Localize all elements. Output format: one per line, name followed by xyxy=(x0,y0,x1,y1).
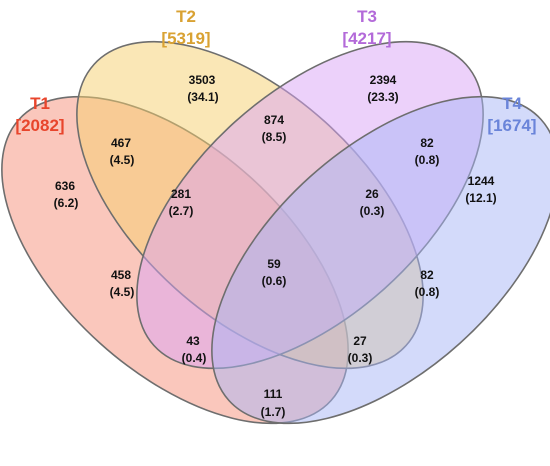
region-t1-t3-count: 458 xyxy=(111,268,131,282)
region-t2-t4-pct: (0.8) xyxy=(415,285,440,299)
region-t1-only-pct: (6.2) xyxy=(54,196,79,210)
region-t1-t2-t3-count: 281 xyxy=(171,187,191,201)
t4-name: T4 xyxy=(502,94,522,113)
region-t3-only-count: 2394 xyxy=(370,73,397,87)
region-t1-t2-t4-count: 27 xyxy=(353,334,367,348)
region-t1-t2-count: 467 xyxy=(111,136,131,150)
region-t2-t4-count: 82 xyxy=(420,268,434,282)
region-t3-t4-count: 82 xyxy=(420,136,434,150)
region-t3-only-pct: (23.3) xyxy=(367,90,398,104)
t1-total: [2082] xyxy=(15,116,64,135)
t3-total: [4217] xyxy=(342,29,391,48)
t2-name: T2 xyxy=(176,7,196,26)
region-t1-only-count: 636 xyxy=(55,179,75,193)
region-t1-t2-t4-pct: (0.3) xyxy=(348,351,373,365)
region-t4-only-count: 1244 xyxy=(468,174,495,188)
region-all-pct: (0.6) xyxy=(262,274,287,288)
region-t1-t2-t3-pct: (2.7) xyxy=(169,204,194,218)
region-t1-t2-pct: (4.5) xyxy=(110,153,135,167)
t1-name: T1 xyxy=(30,94,50,113)
region-t2-t3-t4-pct: (0.3) xyxy=(360,204,385,218)
region-t3-t4-pct: (0.8) xyxy=(415,153,440,167)
region-t1-t4-pct: (1.7) xyxy=(261,405,286,419)
region-t2-t3-t4-count: 26 xyxy=(365,187,379,201)
region-t4-only-pct: (12.1) xyxy=(465,191,496,205)
region-t1-t3-pct: (4.5) xyxy=(110,285,135,299)
region-t1-t4-count: 111 xyxy=(264,387,283,401)
region-t2-only-count: 3503 xyxy=(189,73,216,87)
t2-total: [5319] xyxy=(161,29,210,48)
t4-total: [1674] xyxy=(487,116,536,135)
region-t2-t3-pct: (8.5) xyxy=(262,130,287,144)
t3-name: T3 xyxy=(357,7,377,26)
region-t2-only-pct: (34.1) xyxy=(187,90,218,104)
region-t1-t3-t4-pct: (0.4) xyxy=(182,351,207,365)
region-t1-t3-t4-count: 43 xyxy=(186,334,200,348)
t4-ellipse xyxy=(211,95,550,425)
region-t2-t3-count: 874 xyxy=(264,113,284,127)
region-all-count: 59 xyxy=(267,257,281,271)
